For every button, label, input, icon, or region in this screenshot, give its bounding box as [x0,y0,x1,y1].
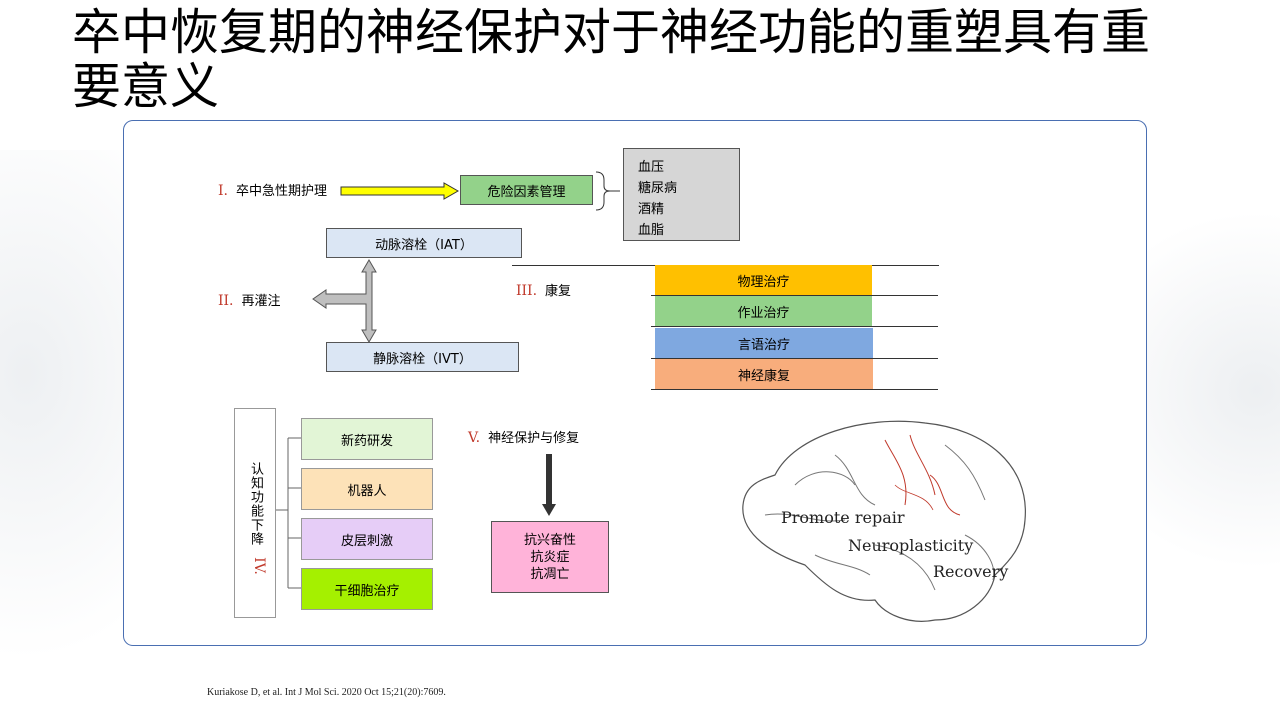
therapy-label: 言语治疗 [737,337,790,353]
therapy-speech: 言语治疗 [655,328,873,358]
brain-label-recovery: Recovery [933,562,1008,581]
section2-roman: II. [218,293,234,309]
ivt-box: 静脉溶栓（IVT） [326,342,519,372]
section1-heading: I. 卒中急性期护理 [218,180,327,199]
strategy-drug-box: 新药研发 [301,418,433,460]
section5-heading: V. 神经保护与修复 [468,427,579,446]
therapy-label: 神经康复 [737,368,790,384]
section3-heading: III. 康复 [516,280,571,299]
slide-title: 卒中恢复期的神经保护对于神经功能的重塑具有重要意义 [72,4,1151,115]
risk-factor-item: 酒精 [638,202,665,217]
therapy-physical: 物理治疗 [655,265,872,295]
section2-heading: II. 再灌注 [218,290,281,309]
therapy-occupational: 作业治疗 [655,296,872,326]
risk-factor-list: 血压 糖尿病 酒精 血脂 [623,148,740,241]
therapy-neuro: 神经康复 [655,359,873,389]
section5-roman: V. [468,430,481,446]
brain-label-repair: Promote repair [781,508,905,527]
brain-illustration: Promote repair Neuroplasticity Recovery [742,420,1026,622]
rehab-line [651,326,938,327]
section1-arrow [340,182,460,200]
section2-label: 再灌注 [241,294,281,309]
strategy-label: 新药研发 [340,433,393,449]
strategy-cortical-box: 皮层刺激 [301,518,433,560]
result-line: 抗凋亡 [530,566,570,582]
cognitive-tree-lines [276,437,302,589]
strategy-label: 干细胞治疗 [334,583,400,599]
rehab-line [651,295,938,296]
iat-box: 动脉溶栓（IAT） [326,228,522,258]
strategy-label: 机器人 [347,483,387,499]
risk-management-box: 危险因素管理 [460,175,593,205]
rehab-line [651,358,938,359]
cognitive-decline-box [234,408,276,618]
neuroprotection-result-box: 抗兴奋性 抗炎症 抗凋亡 [491,521,609,593]
risk-management-label: 危险因素管理 [487,184,566,200]
risk-factor-item: 血压 [638,160,665,175]
section4-label: 认知功能下降 [248,462,263,546]
result-line: 抗炎症 [530,549,570,565]
ivt-label: 静脉溶栓（IVT） [373,351,472,367]
strategy-stemcell-box: 干细胞治疗 [301,568,433,610]
rehab-line-bottom [651,389,938,390]
iat-label: 动脉溶栓（IAT） [375,237,473,253]
strategy-label: 皮层刺激 [340,533,393,549]
risk-factor-item: 血脂 [638,223,665,238]
brain-label-neuroplasticity: Neuroplasticity [848,536,973,555]
strategy-robot-box: 机器人 [301,468,433,510]
section3-label: 康复 [545,284,572,299]
therapy-label: 物理治疗 [737,274,790,290]
risk-brace [595,171,620,211]
result-line: 抗兴奋性 [523,532,576,548]
section5-arrow [542,454,556,516]
reperfusion-arrows [312,259,377,343]
risk-factor-item: 糖尿病 [638,181,678,196]
section1-label: 卒中急性期护理 [235,184,327,199]
section5-label: 神经保护与修复 [488,431,580,446]
section3-roman: III. [516,283,538,299]
section4-roman: IV. [250,557,267,575]
therapy-label: 作业治疗 [737,305,790,321]
section1-roman: I. [218,183,228,199]
citation: Kuriakose D, et al. Int J Mol Sci. 2020 … [207,687,446,698]
